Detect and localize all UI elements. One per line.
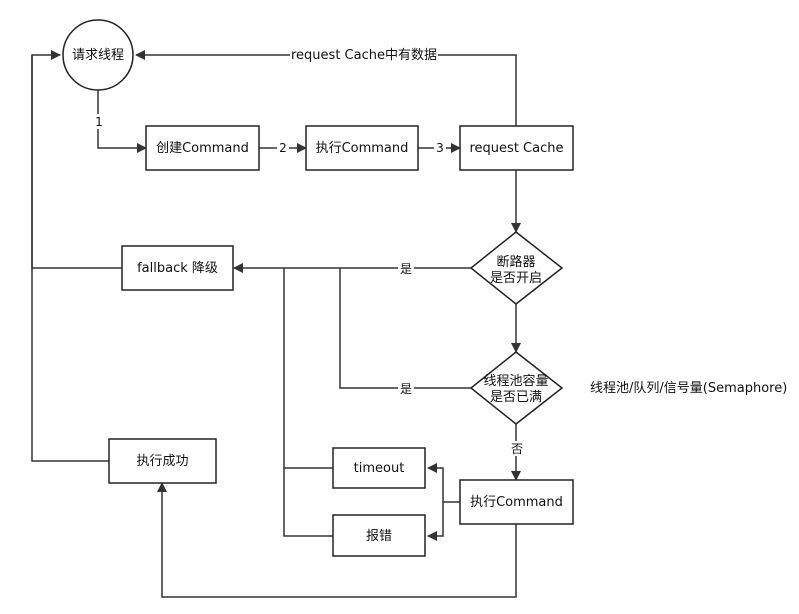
execute-success-label: 执行成功: [136, 454, 188, 469]
circuit-breaker-node: 断路器 是否开启: [469, 231, 564, 305]
execute-command-label-1: 执行Command: [316, 141, 409, 156]
edge-label-cache-hit: request Cache中有数据: [291, 48, 437, 63]
timeout-node: timeout: [332, 447, 426, 489]
fallback-label: fallback 降级: [137, 261, 218, 276]
create-command-label: 创建Command: [156, 141, 249, 156]
edge-pool-to-fallback: [339, 268, 471, 389]
edge-execute-to-error: [427, 502, 444, 541]
edge-label-breaker-yes: 是: [400, 262, 412, 276]
edge-execute-to-success: [157, 482, 517, 598]
circuit-breaker-label-line2: 是否开启: [490, 271, 542, 286]
edge-label-step2: 2: [279, 141, 287, 155]
edge-cache-to-thread: [135, 50, 517, 126]
fallback-node: fallback 降级: [121, 245, 234, 291]
execute-command-node-2: 执行Command: [459, 479, 574, 525]
request-thread-label: 请求线程: [72, 48, 124, 63]
threadpool-label-line1: 线程池容量: [483, 373, 548, 389]
error-node: 报错: [332, 514, 426, 557]
execute-command-node-1: 执行Command: [305, 125, 419, 171]
edge-label-pool-no: 否: [511, 442, 523, 456]
threadpool-annotation: 线程池/队列/信号量(Semaphore): [590, 381, 787, 396]
edge-label-step3: 3: [436, 141, 444, 155]
request-thread-node: 请求线程: [62, 19, 134, 91]
circuit-breaker-label-line1: 断路器: [496, 254, 535, 270]
request-cache-label: request Cache: [470, 141, 564, 156]
threadpool-check-node: 线程池容量 是否已满: [469, 351, 564, 425]
execute-command-label-2: 执行Command: [470, 495, 563, 510]
edge-success-to-thread: [31, 50, 109, 462]
request-cache-node: request Cache: [459, 125, 574, 171]
timeout-label: timeout: [354, 461, 405, 476]
edge-execute-to-timeout: [427, 463, 460, 503]
edge-label-pool-yes: 是: [400, 382, 412, 396]
execute-success-node: 执行成功: [108, 438, 217, 484]
create-command-node: 创建Command: [145, 125, 260, 171]
edge-error-to-fallback: [283, 468, 333, 537]
edge-label-step1: 1: [95, 115, 103, 129]
edge-thread-to-create: [97, 88, 147, 153]
edge-timeout-to-fallback: [283, 268, 333, 469]
error-label: 报错: [366, 529, 392, 544]
threadpool-label-line2: 是否已满: [490, 390, 542, 405]
